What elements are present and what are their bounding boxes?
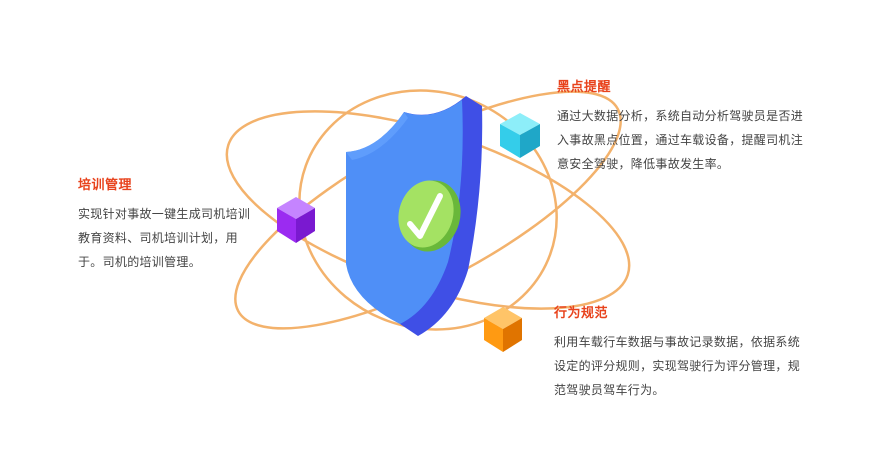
feature-training: 培训管理 实现针对事故一键生成司机培训教育资料、司机培训计划，用于。司机的培训管… — [78, 174, 258, 274]
feature-description: 实现针对事故一键生成司机培训教育资料、司机培训计划，用于。司机的培训管理。 — [78, 207, 251, 269]
cube-icon-purple — [277, 197, 315, 243]
feature-title: 行为规范 — [554, 306, 609, 321]
feature-black-spot: 黑点提醒 通过大数据分析，系统自动分析驾驶员是否进入事故黑点位置，通过车载设备，… — [557, 76, 807, 176]
shield-check-icon — [346, 96, 483, 336]
feature-description: 利用车载行车数据与事故记录数据，依据系统设定的评分规则，实现驾驶行为评分管理，规… — [554, 335, 801, 397]
cube-icon-cyan — [500, 113, 540, 158]
feature-title: 培训管理 — [78, 178, 133, 193]
feature-title: 黑点提醒 — [557, 80, 612, 95]
cube-icon-orange — [484, 307, 522, 352]
feature-description: 通过大数据分析，系统自动分析驾驶员是否进入事故黑点位置，通过车载设备，提醒司机注… — [557, 109, 804, 171]
feature-behavior: 行为规范 利用车载行车数据与事故记录数据，依据系统设定的评分规则，实现驾驶行为评… — [554, 302, 804, 402]
